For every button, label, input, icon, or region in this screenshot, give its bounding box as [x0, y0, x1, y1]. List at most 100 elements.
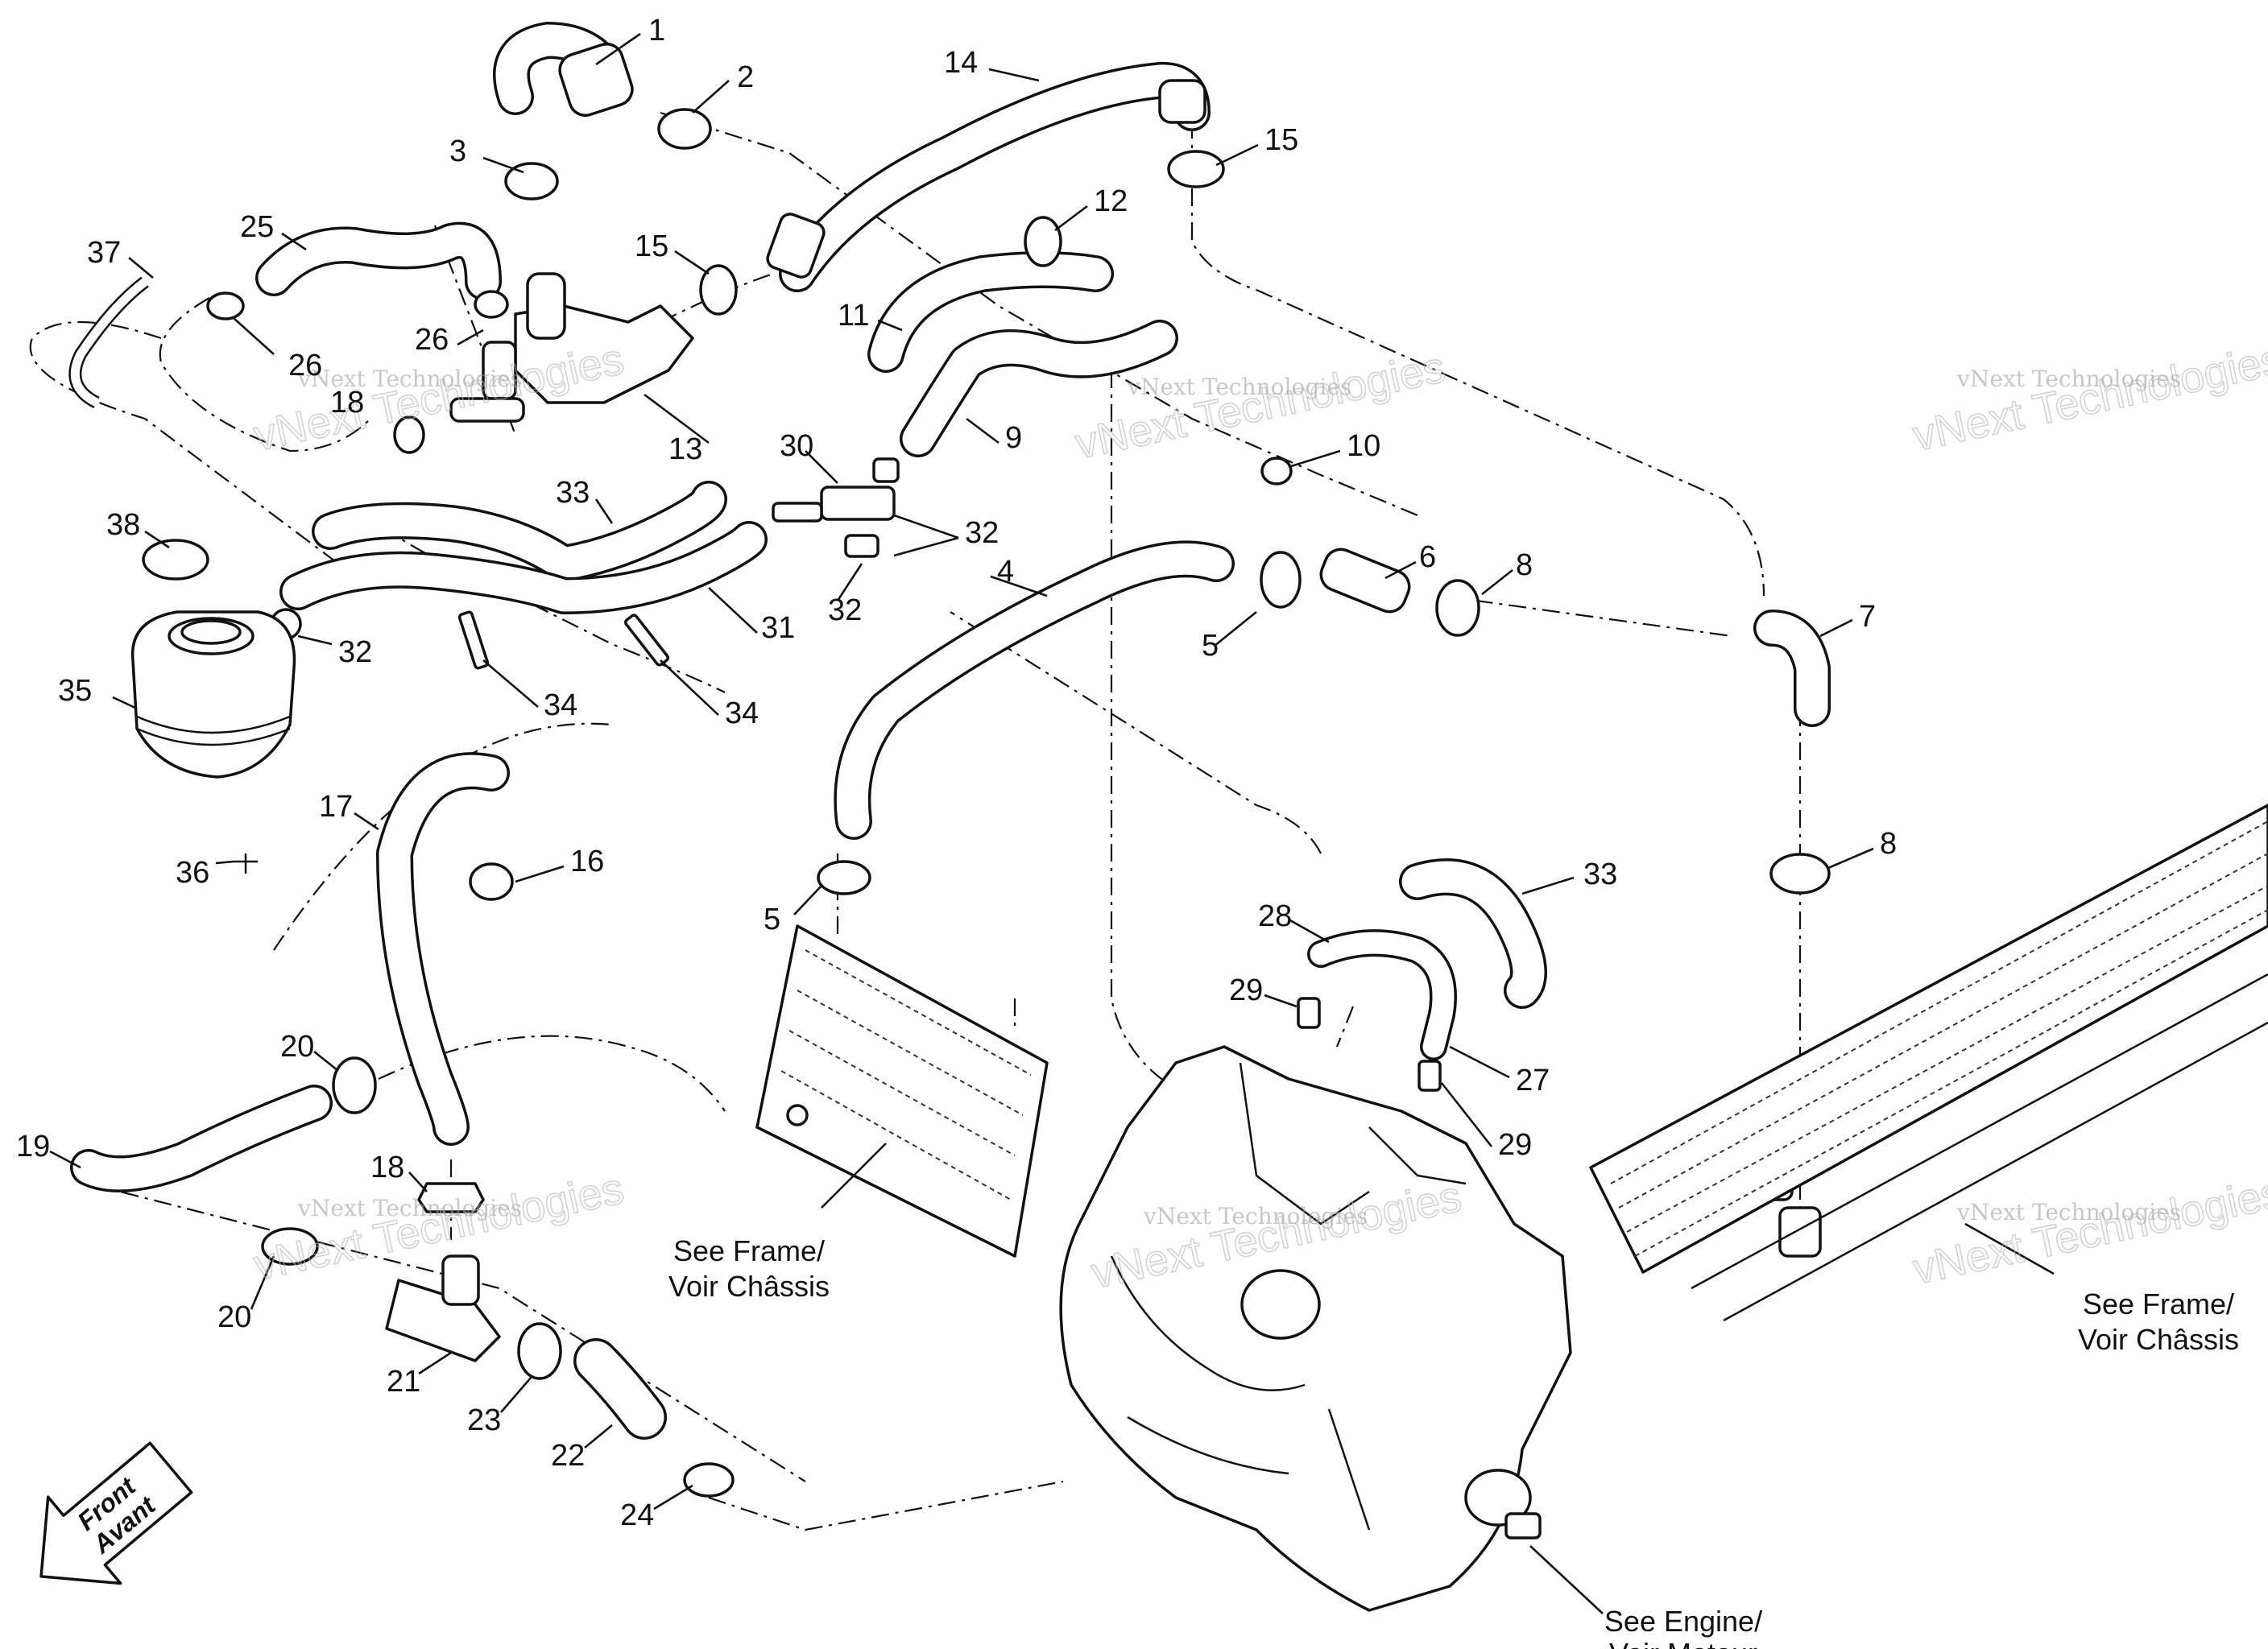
pipe-stub-2	[1778, 1206, 1822, 1258]
note-frame-right-2: Voir Châssis	[2078, 1323, 2239, 1356]
frame-rail	[1589, 804, 2268, 1322]
callout-c37: 37	[87, 236, 121, 270]
watermark-text: vNext Technologies	[297, 366, 522, 392]
clamp-2	[657, 108, 712, 150]
callout-c2: 2	[737, 60, 754, 94]
clamp-20b	[261, 1227, 319, 1266]
callout-c14: 14	[944, 46, 978, 80]
connector-29a	[1297, 997, 1321, 1029]
clamp-5a	[1260, 551, 1302, 609]
callout-c31: 31	[761, 611, 795, 645]
callout-c8b: 8	[1880, 827, 1897, 861]
callout-c4: 4	[997, 555, 1014, 589]
clamp-15b	[699, 264, 738, 316]
callout-c8a: 8	[1516, 548, 1533, 582]
note-engine-1: See Engine/	[1604, 1605, 1762, 1638]
callout-c34b: 34	[725, 696, 759, 730]
clamp-23	[517, 1322, 562, 1380]
callout-c23: 23	[467, 1403, 501, 1437]
callout-c15a: 15	[1264, 123, 1298, 157]
callout-c38: 38	[106, 508, 140, 542]
callout-c27: 27	[1516, 1064, 1550, 1097]
callout-c6: 6	[1419, 540, 1436, 574]
watermark-text: vNext Technologies	[297, 1195, 522, 1221]
clamp-8a	[1435, 579, 1480, 637]
leader-lines	[49, 32, 2055, 1614]
callout-c32c: 32	[338, 635, 372, 669]
thermostat-neck	[526, 272, 566, 340]
callout-c24: 24	[620, 1498, 654, 1532]
watermark-outline: vNext Technologies	[1909, 335, 2268, 461]
watermark-text: vNext Technologies	[1956, 366, 2181, 392]
reservoir-cap-38	[142, 539, 209, 581]
clamp-26a	[474, 290, 509, 319]
callout-c18b: 18	[370, 1151, 404, 1184]
callout-c7: 7	[1859, 600, 1876, 634]
callout-c16: 16	[570, 845, 604, 878]
callout-c32b: 32	[828, 593, 862, 627]
clamp-3	[504, 162, 559, 200]
radiator	[755, 924, 1049, 1258]
clamp-16	[469, 862, 514, 901]
callout-c17: 17	[319, 790, 353, 824]
callout-c36: 36	[176, 856, 209, 890]
connector-29b	[1418, 1060, 1442, 1092]
note-engine-2: Voir Moteur	[1609, 1637, 1757, 1649]
callout-c29b: 29	[1498, 1128, 1532, 1162]
front-arrow: Front Avant	[39, 1441, 193, 1585]
hose-6	[1319, 548, 1411, 614]
callout-c20b: 20	[217, 1300, 251, 1334]
callout-c28: 28	[1258, 899, 1292, 933]
callout-c20a: 20	[280, 1030, 314, 1064]
sleeve-15	[766, 213, 826, 279]
callout-c1: 1	[648, 14, 665, 48]
clamp-20a	[332, 1056, 377, 1114]
reference-notes: See Frame/ Voir Châssis See Frame/ Voir …	[668, 1234, 2239, 1649]
watermark-text: vNext Technologies	[1127, 374, 1351, 400]
nut-18	[417, 1182, 485, 1213]
callout-c33a: 33	[556, 476, 590, 510]
callout-c32a: 32	[965, 516, 999, 550]
watermark-text: vNext Technologies	[1143, 1203, 1368, 1230]
callout-c5b: 5	[764, 903, 780, 936]
callout-c29a: 29	[1229, 973, 1263, 1007]
small-parts	[206, 42, 1831, 1498]
callout-c34a: 34	[544, 688, 577, 722]
callout-c22: 22	[551, 1439, 585, 1473]
callout-c3: 3	[449, 134, 466, 168]
callout-c12: 12	[1094, 184, 1128, 218]
callout-c35: 35	[58, 674, 92, 708]
callout-c15b: 15	[635, 229, 668, 263]
callout-c30: 30	[780, 429, 813, 463]
watermark-text: vNext Technologies	[1956, 1199, 2181, 1225]
callout-c11: 11	[838, 299, 869, 333]
callout-c5a: 5	[1202, 629, 1219, 663]
clamp-10	[1260, 457, 1293, 486]
sleeve-14	[1158, 79, 1206, 124]
tee-30	[820, 486, 896, 521]
clamp-24	[683, 1462, 735, 1498]
callout-c18a: 18	[330, 386, 364, 419]
callout-c19: 19	[16, 1130, 50, 1163]
callout-c33b: 33	[1583, 858, 1617, 891]
clamp-8b	[1769, 853, 1831, 895]
clamp-18a	[393, 415, 425, 454]
callout-c9: 9	[1005, 421, 1022, 455]
clamp-15	[1167, 150, 1225, 188]
watermark-outline: vNext Technologies	[1909, 1168, 2268, 1294]
callout-c13: 13	[668, 432, 702, 466]
clamp-5b	[817, 860, 871, 895]
clamp-12	[1024, 216, 1062, 267]
note-frame-left-1: See Frame/	[673, 1234, 825, 1267]
callout-c26a: 26	[415, 323, 449, 357]
note-frame-left-2: Voir Châssis	[668, 1270, 830, 1303]
callout-c26b: 26	[288, 349, 322, 382]
coupler-1	[558, 42, 634, 118]
clamp-26b	[206, 291, 245, 320]
engine	[1059, 1045, 1572, 1612]
tee-18	[449, 397, 525, 423]
callout-c10: 10	[1347, 429, 1380, 463]
callout-c25: 25	[240, 210, 274, 244]
